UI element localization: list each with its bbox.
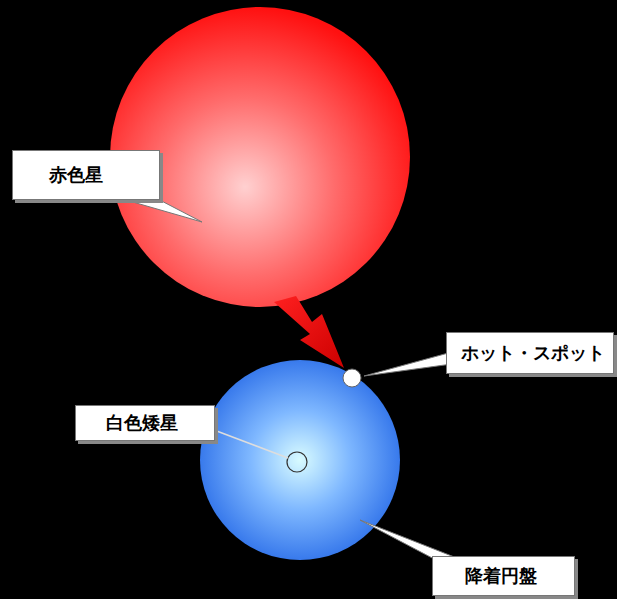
- callout-label: 白色矮星: [106, 411, 178, 435]
- callout-label: 赤色星: [49, 163, 103, 187]
- callout-label: 降着円盤: [465, 564, 537, 588]
- callout-box: 赤色星: [12, 150, 160, 200]
- accretion-disk: [200, 360, 400, 560]
- callout-pointer: [364, 352, 452, 376]
- callout-box: ホット・スポット: [446, 332, 614, 374]
- leader-line: [214, 430, 288, 458]
- callout-label: ホット・スポット: [461, 341, 605, 365]
- callout-box: 降着円盤: [432, 556, 575, 596]
- hot-spot: [343, 369, 361, 387]
- mass-flow-arrow: [274, 296, 344, 368]
- white-dwarf: [287, 452, 307, 472]
- callout-pointer: [360, 520, 462, 560]
- callout-box: 白色矮星: [75, 405, 215, 441]
